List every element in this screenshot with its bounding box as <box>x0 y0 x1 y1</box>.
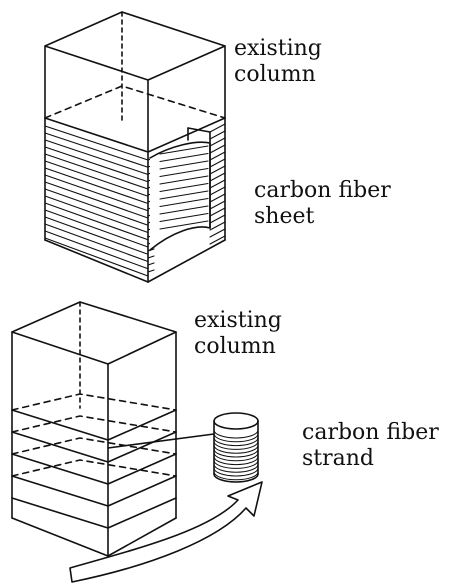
sheet-layer-right <box>209 228 226 238</box>
sheet-layer-left <box>44 153 149 190</box>
strand-winding <box>213 444 259 454</box>
sheet-layer-left <box>44 160 149 197</box>
sheet-layer-right <box>209 221 226 231</box>
peel-layer <box>159 145 209 155</box>
strand-winding <box>213 463 259 473</box>
sheet-layer-right <box>147 269 155 273</box>
sheet-layer-right <box>209 137 226 147</box>
sheet-layer-left <box>44 188 149 226</box>
sheet-layer-left <box>44 167 149 205</box>
peel-layer <box>159 153 209 162</box>
sheet-layer-left <box>44 174 149 212</box>
sheet-layer-right <box>209 193 226 203</box>
sheet-layer-left <box>44 146 149 183</box>
sheet-layer-left <box>44 195 149 234</box>
bottom-column-label-line2: column <box>194 334 276 359</box>
sheet-layer-left <box>44 125 149 161</box>
sheet-layer-right <box>209 130 226 140</box>
sheet-layer-left <box>44 181 149 219</box>
top-sheet-label-line2: sheet <box>254 204 315 229</box>
strand-winding <box>213 448 259 458</box>
strand-winding <box>213 429 259 439</box>
sheet-layer-left <box>44 223 149 263</box>
sheet-layer-left <box>44 132 149 168</box>
sheet-layer-left <box>44 237 149 277</box>
top-column-top-face <box>44 11 226 81</box>
peel-layer <box>159 175 209 185</box>
bottom-column-label-line1: existing <box>194 308 282 333</box>
sheet-layer-right <box>209 172 226 182</box>
peel-layer <box>159 183 209 192</box>
sheet-layer-right <box>209 235 226 245</box>
top-sheet-wrap <box>44 85 226 277</box>
bottom-strand-bands <box>11 393 215 529</box>
strand-winding <box>213 440 259 450</box>
sheet-layer-right <box>147 262 155 266</box>
bottom-column <box>11 301 177 557</box>
peel-layer <box>159 190 209 200</box>
top-column-label-line1: existing <box>234 36 322 61</box>
strand-winding <box>213 433 259 443</box>
strand-winding <box>213 456 259 466</box>
peel-layer <box>159 205 209 215</box>
sheet-layer-right <box>209 200 226 210</box>
sheet-layer-left <box>44 230 149 270</box>
sheet-layer-right <box>147 255 155 259</box>
strand-winding <box>213 459 259 469</box>
top-column-label-line2: column <box>234 62 316 87</box>
sheet-layer-left <box>44 139 149 176</box>
sheet-layer-right <box>209 186 226 196</box>
bottom-strand-label-line1: carbon fiber <box>302 420 439 445</box>
sheet-layer-right <box>209 144 226 154</box>
sheet-layer-right <box>209 165 226 175</box>
bottom-column-top-face <box>11 301 177 365</box>
sheet-layer-left <box>44 209 149 248</box>
sheet-layer-left <box>44 202 149 241</box>
strand-winding <box>213 467 259 477</box>
peel-layer <box>159 220 209 230</box>
peel-layer <box>159 168 209 177</box>
sheet-layer-right <box>209 207 226 217</box>
strand-winding <box>213 437 259 447</box>
strand-winding <box>213 471 259 481</box>
peel-layer <box>159 213 209 222</box>
strand-winding <box>213 452 259 462</box>
peel-layer <box>159 160 209 170</box>
sheet-layer-right <box>209 179 226 189</box>
sheet-layer-right <box>209 158 226 168</box>
top-wrap-boundary <box>44 85 226 119</box>
strand-spool <box>213 412 259 483</box>
bottom-strand-label-line2: strand <box>302 446 375 471</box>
wrapping-arrow <box>69 481 263 583</box>
sheet-layer-right <box>209 151 226 161</box>
sheet-layer-right <box>209 214 226 224</box>
sheet-layer-left <box>44 216 149 255</box>
sheet-layer-right <box>209 123 226 133</box>
top-sheet-label-line1: carbon fiber <box>254 178 391 203</box>
peel-layer <box>159 198 209 207</box>
